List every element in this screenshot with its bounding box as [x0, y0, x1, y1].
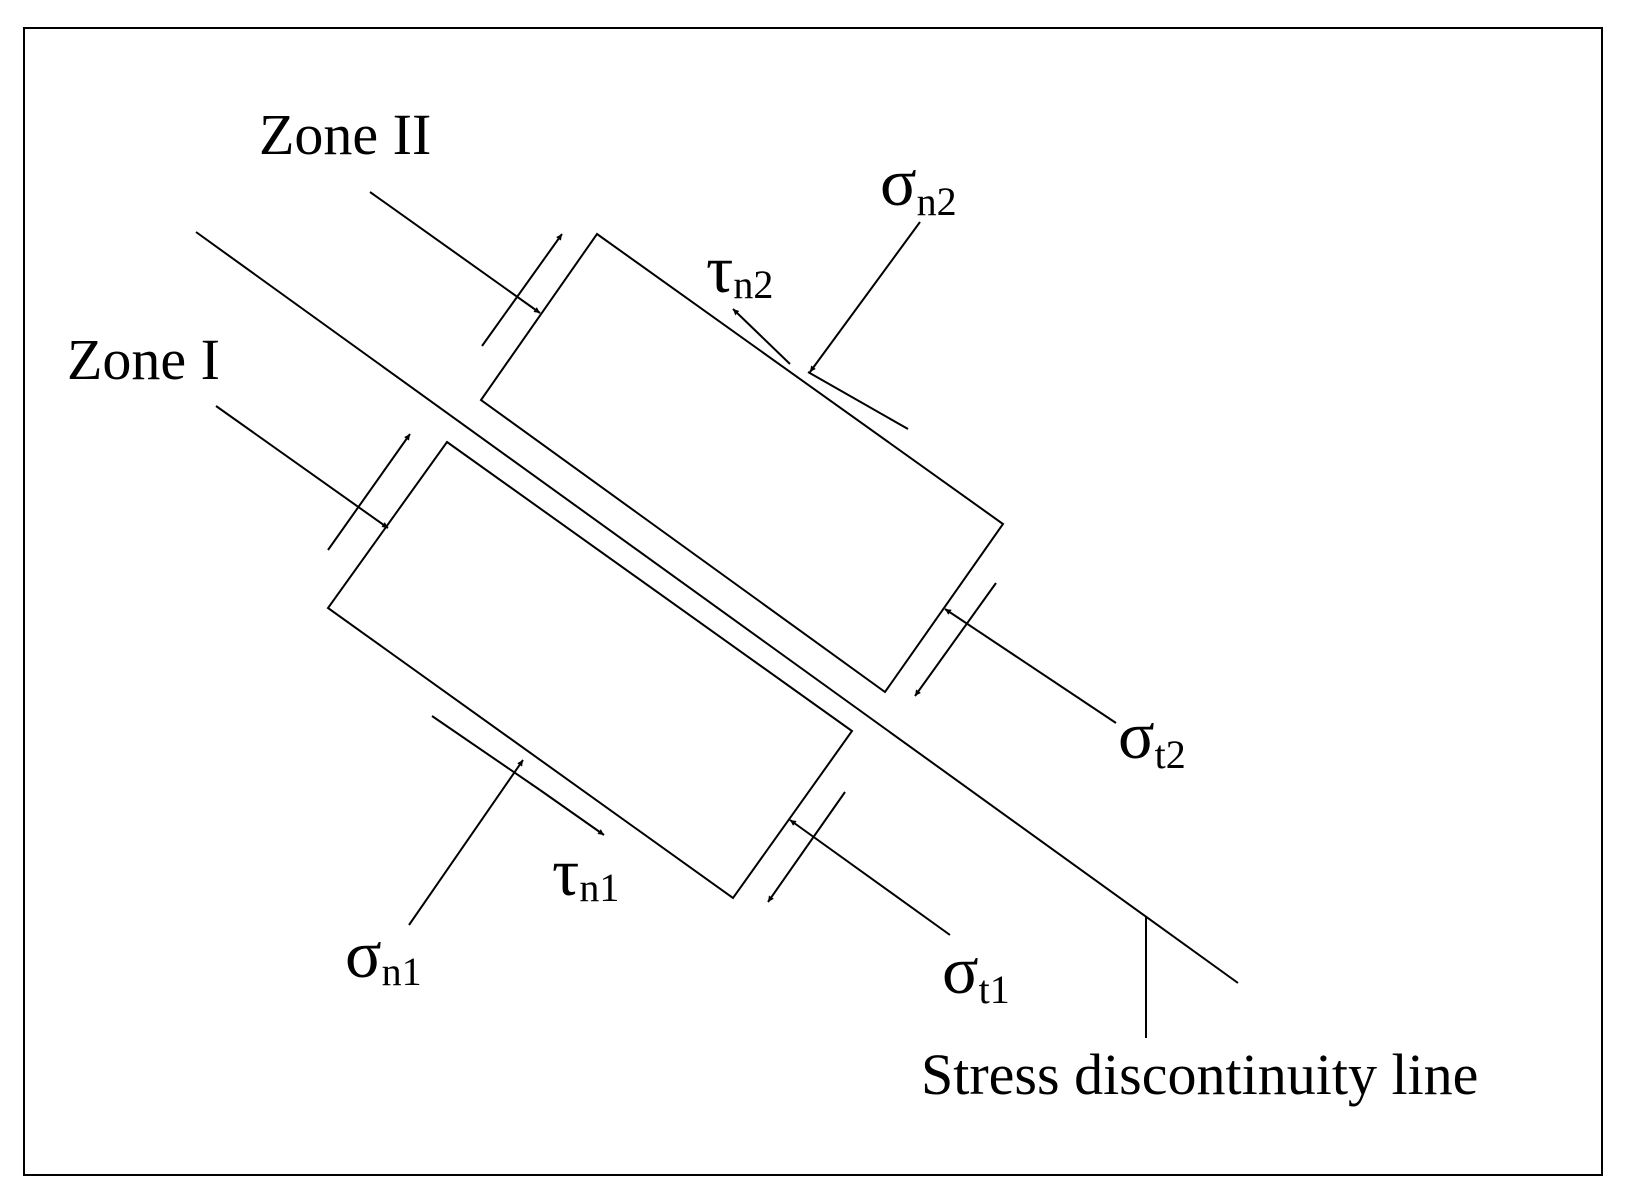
tau-n2-arrow	[732, 308, 791, 365]
sigma-t1-symbol: σ	[942, 932, 979, 1008]
sigma-n1-label: σn1	[345, 916, 422, 994]
sigma-n1-symbol: σ	[345, 916, 382, 992]
sigma-n2-subscript: n2	[917, 179, 957, 224]
zone-2-label: Zone II	[259, 102, 431, 167]
zone-1-left-shear-arrow	[327, 433, 411, 551]
tau-n2-subscript: n2	[733, 262, 773, 307]
zone-1-block	[326, 440, 854, 900]
tau-n1-reference-line	[431, 715, 541, 791]
tau-n2-reference-line	[807, 371, 909, 430]
sigma-t1-subscript: t1	[979, 967, 1010, 1012]
sigma-t2-symbol: σ	[1118, 697, 1155, 773]
sigma-t2-subscript: t2	[1155, 732, 1186, 777]
sigma-t1-arrow	[789, 819, 951, 936]
tau-n1-subscript: n1	[579, 865, 619, 910]
sigma-n2-label: σn2	[880, 144, 957, 224]
discontinuity-caption: Stress discontinuity line	[921, 1042, 1478, 1107]
sigma-t1-label: σt1	[942, 932, 1010, 1012]
tau-n1-symbol: τ	[552, 834, 579, 910]
zone-1-right-shear-arrow	[767, 791, 846, 903]
tau-n1-label: τn1	[552, 834, 619, 910]
sigma-t2-label: σt2	[1118, 697, 1186, 777]
sigma-n1-arrow	[408, 759, 524, 926]
sigma-n2-symbol: σ	[880, 144, 917, 220]
zone-1-label: Zone I	[67, 327, 220, 392]
zone-2-left-normal-arrow	[369, 191, 541, 314]
sigma-t2-arrow	[944, 608, 1117, 724]
stress-discontinuity-line	[195, 231, 1239, 984]
tau-n1-arrow	[539, 789, 605, 836]
sigma-n1-subscript: n1	[382, 949, 422, 994]
tau-n2-symbol: τ	[706, 231, 733, 307]
tau-n2-label: τn2	[706, 231, 773, 307]
zone-2-block	[479, 232, 1005, 694]
zone-2-left-shear-arrow	[481, 233, 563, 347]
zone-1-left-normal-arrow	[215, 405, 389, 529]
zone-2-right-shear-arrow	[914, 582, 997, 697]
figure-frame	[23, 27, 1603, 1176]
sigma-n2-arrow	[809, 221, 921, 373]
